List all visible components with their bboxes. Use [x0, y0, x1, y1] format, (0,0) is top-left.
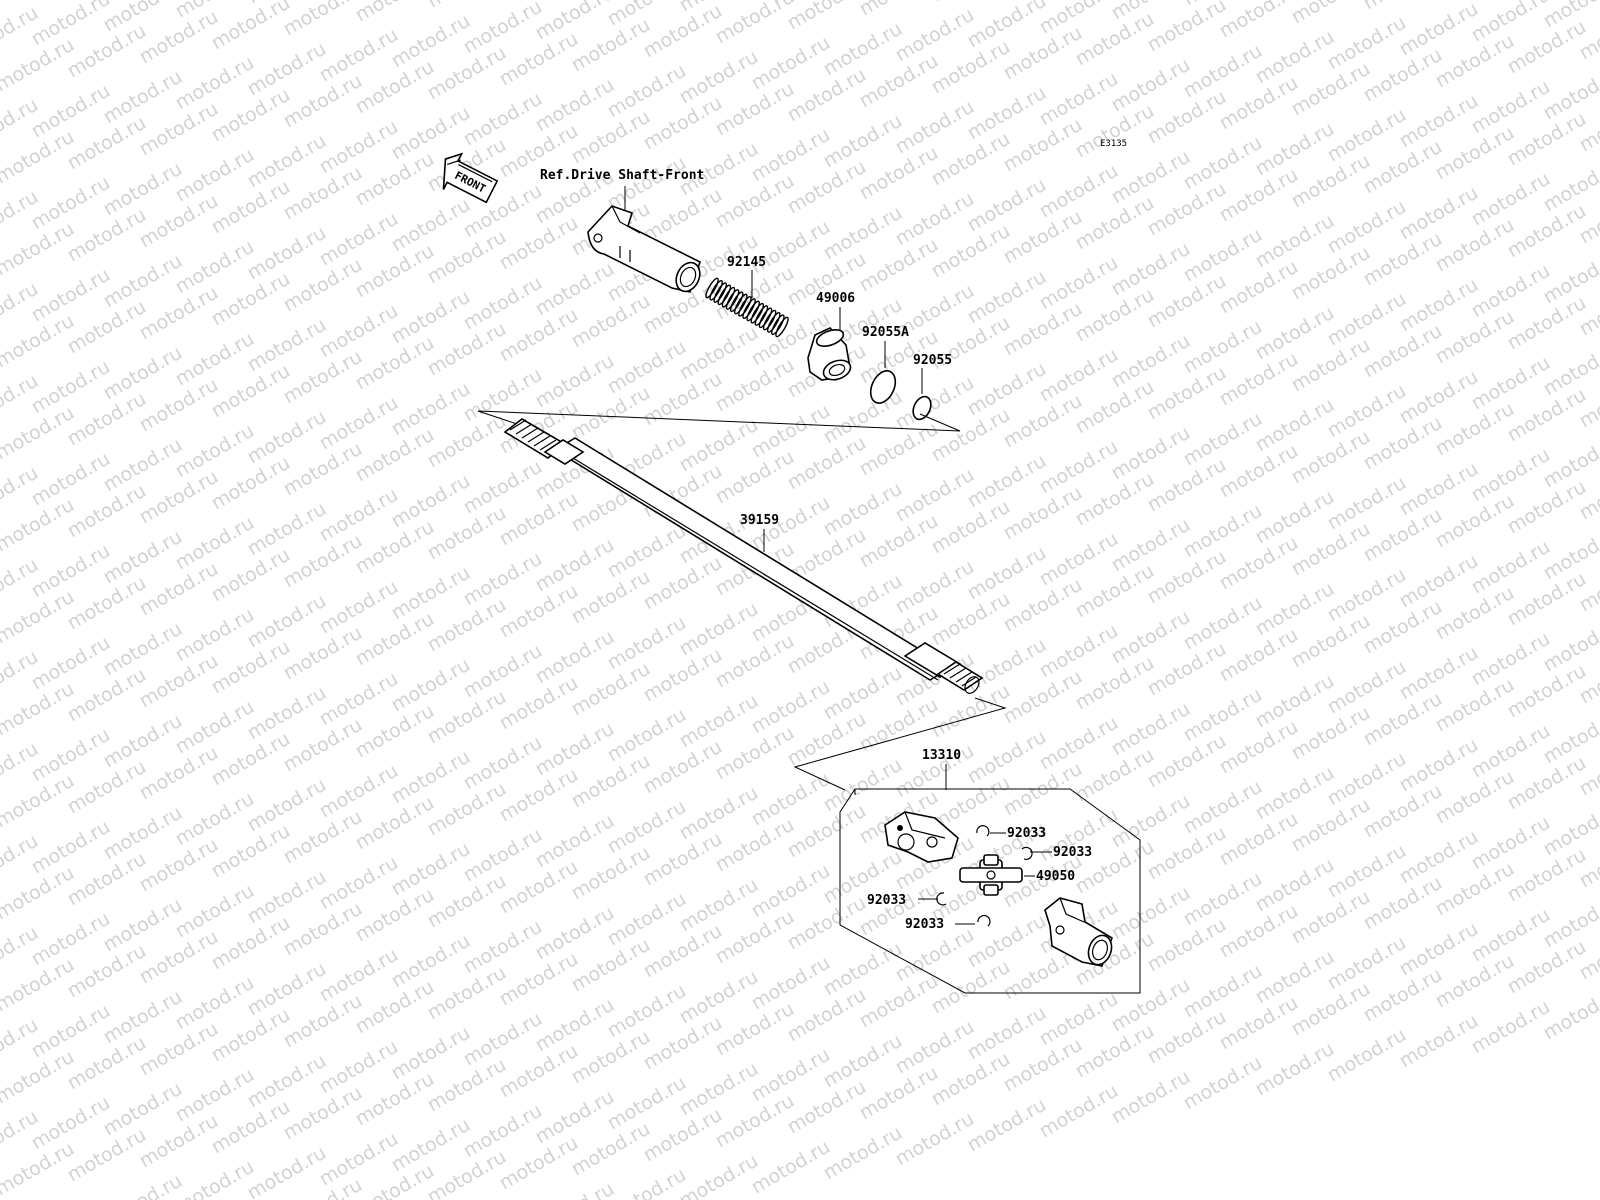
spring-coil — [734, 293, 748, 315]
front-yoke-part — [587, 205, 701, 293]
watermark-text: motod.ru — [856, 0, 942, 20]
watermark-text: motod.ru — [1216, 0, 1302, 42]
assembly-line-upper — [477, 410, 961, 432]
reference-label: Ref.Drive Shaft-Front — [540, 168, 704, 183]
part-label-13310: 13310 — [922, 748, 961, 763]
spring-coil — [721, 286, 736, 308]
assembly-line-lower — [793, 697, 1007, 791]
yoke-socket-part — [884, 811, 959, 863]
circlip-icon — [936, 892, 947, 906]
watermark-text: motod.ru — [208, 0, 294, 54]
spring-coil — [713, 282, 728, 303]
spring-coil — [742, 298, 756, 319]
watermark-text: motod.ru — [928, 0, 1014, 6]
assembly-line-upper-left — [477, 410, 521, 426]
watermark-text: motod.ru — [712, 0, 798, 48]
part-label-92033-d: 92033 — [905, 917, 944, 932]
spring-coil — [775, 316, 789, 338]
watermark-text: motod.ru — [424, 0, 510, 12]
watermark-text: motod.ru — [1360, 0, 1446, 14]
spring-coil — [746, 300, 760, 322]
watermark-text: motod.ru — [676, 1150, 762, 1200]
circlip-icon — [976, 825, 990, 837]
spring-coil — [738, 296, 752, 317]
watermark-text: motod.ru — [352, 0, 438, 26]
rear-yoke-part — [1044, 897, 1113, 967]
part-label-49006: 49006 — [816, 291, 855, 306]
part-label-92055A: 92055A — [862, 325, 909, 340]
watermark-text: motod.ru — [100, 1170, 186, 1200]
part-label-92033-a: 92033 — [1007, 826, 1046, 841]
watermark-text: motod.ru — [172, 1156, 258, 1200]
part-label-92033-b: 92033 — [1053, 845, 1092, 860]
spring-coil — [750, 302, 765, 324]
spring-coil — [729, 291, 744, 313]
boot-part — [807, 327, 852, 381]
part-label-49050: 49050 — [1036, 869, 1075, 884]
watermark-text: motod.ru — [1288, 0, 1374, 28]
circlip-icon — [977, 914, 991, 927]
spring-coil — [762, 309, 777, 331]
watermark-text: motod.ru — [532, 1178, 618, 1200]
spring-coil — [705, 277, 719, 299]
spring-coil — [766, 312, 781, 333]
spring-coil — [725, 289, 740, 310]
cross-spider-part — [959, 854, 1023, 896]
part-label-92145: 92145 — [727, 255, 766, 270]
watermark-text: motod.ru — [1144, 0, 1230, 56]
diagram-code: E3135 — [1100, 139, 1127, 149]
spring-coil — [709, 279, 723, 301]
spring-coil — [771, 314, 785, 336]
spring-part — [705, 277, 789, 338]
spring-coil — [758, 307, 773, 329]
watermark-text: motod.ru — [0, 0, 78, 4]
spring-coil — [717, 284, 732, 306]
part-label-92055: 92055 — [913, 353, 952, 368]
o-ring-large-part — [869, 370, 897, 404]
spring-coil — [754, 305, 769, 326]
part-label-92033-c: 92033 — [867, 893, 906, 908]
drive-shaft-part — [503, 418, 984, 694]
part-label-39159: 39159 — [740, 513, 779, 528]
joint-assembly-box — [839, 788, 1141, 994]
o-ring-small-part — [912, 395, 932, 421]
